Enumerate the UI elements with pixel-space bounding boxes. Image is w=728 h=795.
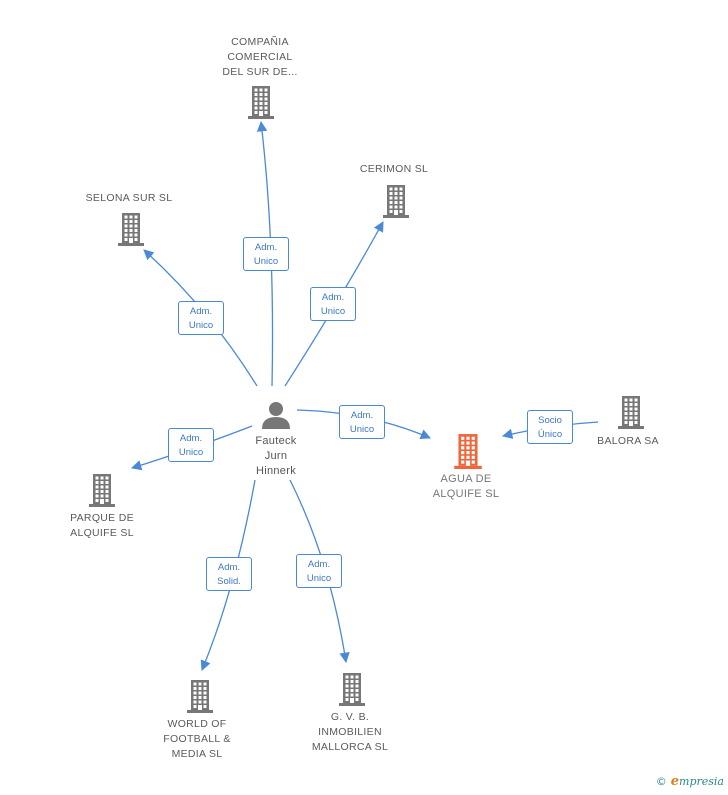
company-label-cerimon[interactable]: CERIMON SL (359, 163, 429, 175)
brand-logo-initial: e (670, 774, 680, 789)
company-label-agua[interactable]: AGUA DE ALQUIFE SL (432, 473, 500, 500)
building-icon[interactable] (87, 473, 117, 507)
role-badge-parque[interactable]: Adm.Unico (168, 428, 214, 462)
building-icon[interactable] (381, 184, 411, 218)
role-badge-gvb[interactable]: Adm.Unico (296, 554, 342, 588)
building-icon-focus[interactable] (452, 433, 484, 469)
person-icon[interactable] (261, 401, 291, 429)
building-icon[interactable] (116, 212, 146, 246)
copyright-icon: © (655, 775, 667, 788)
role-badge-cerimon[interactable]: Adm.Unico (310, 287, 356, 321)
building-icon[interactable] (616, 395, 646, 429)
role-badge-agua[interactable]: Adm.Unico (339, 405, 385, 439)
role-badge-selona[interactable]: Adm.Unico (178, 301, 224, 335)
role-badge-world[interactable]: Adm.Solid. (206, 557, 252, 591)
building-icon[interactable] (337, 672, 367, 706)
brand-logo-text: mpresia (679, 775, 724, 788)
company-label-selona[interactable]: SELONA SUR SL (85, 192, 173, 204)
company-label-balora[interactable]: BALORA SA (597, 435, 659, 447)
company-label-parque[interactable]: PARQUE DE ALQUIFE SL (70, 512, 134, 539)
person-name[interactable]: Fauteck Jurn Hinnerk (255, 435, 297, 477)
company-label-gvb[interactable]: G. V. B. INMOBILIEN MALLORCA SL (311, 711, 389, 753)
brand-footer[interactable]: ©empresia (656, 774, 724, 789)
company-label-compania[interactable]: COMPAÑIA COMERCIAL DEL SUR DE... (222, 36, 298, 78)
building-icon[interactable] (185, 679, 215, 713)
role-badge-compania[interactable]: Adm.Unico (243, 237, 289, 271)
company-label-world[interactable]: WORLD OF FOOTBALL & MEDIA SL (163, 718, 231, 760)
building-icon[interactable] (246, 85, 276, 119)
